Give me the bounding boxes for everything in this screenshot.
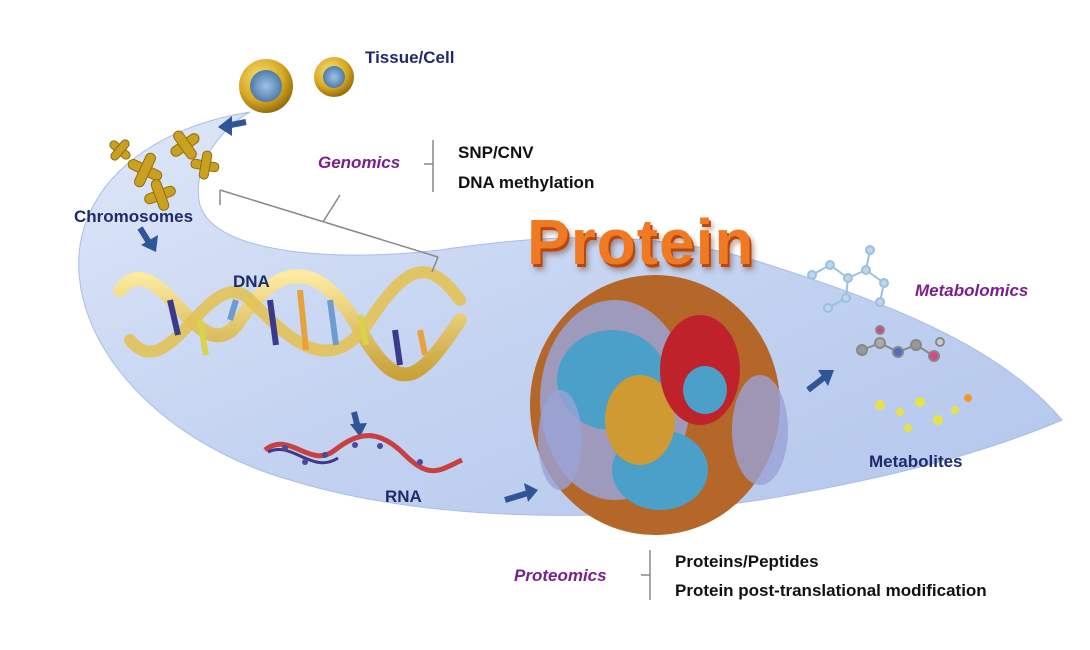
proteomics-item-peptides: Proteins/Peptides — [675, 552, 819, 571]
rna-strand-icon — [263, 433, 464, 474]
metabolomics-label: Metabolomics — [915, 281, 1029, 300]
protein-title: Protein — [527, 206, 755, 278]
dna-label: DNA — [233, 272, 270, 291]
arrow-icon — [504, 483, 538, 503]
arrow-icon — [137, 226, 158, 252]
arrow-icon — [350, 411, 367, 437]
genomics-item-snp: SNP/CNV — [458, 143, 534, 162]
cell-icon — [239, 57, 354, 113]
molecule-icon — [807, 245, 972, 432]
proteomics-bracket — [641, 550, 651, 600]
dna-helix-icon — [113, 266, 467, 382]
metabolites-label: Metabolites — [869, 452, 963, 471]
genomics-item-methylation: DNA methylation — [458, 173, 595, 192]
genomics-label: Genomics — [318, 153, 401, 172]
arrow-icon — [806, 370, 834, 393]
chromosome-icon — [109, 130, 220, 211]
rna-label: RNA — [385, 487, 422, 506]
tissue-cell-label: Tissue/Cell — [365, 48, 455, 67]
proteomics-item-ptm: Protein post-translational modification — [675, 581, 987, 600]
protein-structure-icon — [530, 275, 788, 535]
proteomics-label: Proteomics — [514, 566, 607, 585]
genomics-bracket — [219, 140, 439, 273]
chromosomes-label: Chromosomes — [74, 207, 194, 226]
arrow-icon — [218, 116, 247, 136]
